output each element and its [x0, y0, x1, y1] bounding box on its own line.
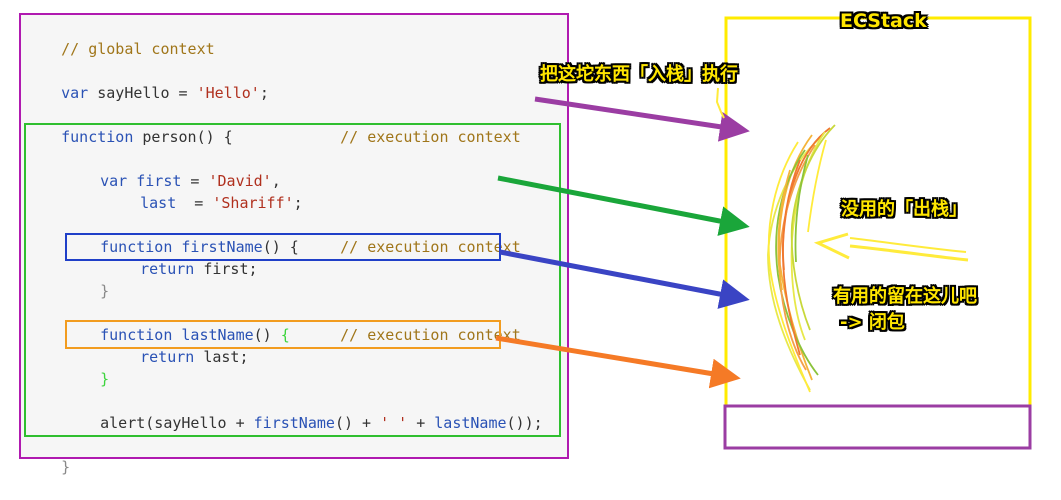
code-line-final-brace: }: [25, 434, 70, 476]
stack-bottom-box: [723, 404, 1032, 450]
var-keyword: var: [100, 172, 128, 190]
return-last: last;: [194, 348, 249, 366]
execution-context-box: [24, 123, 561, 437]
person-decl: person() {: [133, 128, 233, 146]
function-keyword: function: [100, 238, 173, 256]
paren-brace: () {: [262, 238, 299, 256]
space-string: ' ': [380, 414, 408, 432]
close-brace: }: [100, 282, 110, 300]
return-keyword: return: [140, 260, 195, 278]
push-label: 把这坨东西「入栈」执行: [540, 64, 738, 85]
var-keyword: var: [61, 84, 89, 102]
pop-label: 没用的「出栈」: [841, 199, 967, 220]
code-line-person-comment: // execution context: [304, 104, 521, 146]
paren: (): [253, 326, 281, 344]
first-var: first: [127, 172, 182, 190]
function-keyword: function: [61, 128, 134, 146]
alert-open: (sayHello +: [145, 414, 254, 432]
code-line-say-hello: var sayHello = 'Hello';: [25, 60, 269, 102]
code-line-last-name-fn: function lastName() {: [64, 302, 290, 344]
open-brace-highlight: {: [280, 326, 290, 344]
return-last-box: [65, 320, 501, 349]
code-line-close-first: }: [64, 258, 109, 300]
say-hello-decl: sayHello =: [88, 84, 197, 102]
alert-close: ());: [506, 414, 543, 432]
plus: +: [407, 414, 435, 432]
david-string: 'David': [208, 172, 272, 190]
execution-comment: // execution context: [340, 128, 521, 146]
last-var: last: [140, 194, 177, 212]
semicolon: ;: [259, 84, 269, 102]
global-context-box: [19, 13, 569, 459]
code-line-return-first: return first;: [104, 236, 257, 278]
purple-arrow: [534, 96, 750, 142]
return-first: first;: [194, 260, 258, 278]
blue-arrow: [499, 249, 750, 309]
code-line-return-last: return last;: [104, 324, 248, 366]
code-line-close-last: }: [64, 346, 109, 388]
shariff-string: 'Shariff': [212, 194, 294, 212]
alert-fn: alert: [100, 414, 146, 432]
closure-diagram: // global context var sayHello = 'Hello'…: [19, 10, 1032, 476]
call-plus: () +: [334, 414, 381, 432]
return-first-box: [65, 233, 501, 261]
code-line-first: var first = 'David',: [64, 148, 281, 190]
stack-tick-mark: [715, 87, 725, 119]
equals: =: [181, 172, 209, 190]
keep-label: 有用的留在这儿吧: [833, 286, 977, 307]
first-name-call: firstName: [253, 414, 335, 432]
code-line-alert: alert(sayHello + firstName() + ' ' + las…: [64, 390, 543, 432]
code-panel: [21, 15, 567, 457]
hello-string: 'Hello': [196, 84, 260, 102]
closure-label: -> 闭包: [840, 312, 905, 333]
comma: ,: [271, 172, 281, 190]
ecstack-box: [724, 16, 1032, 450]
code-line-first-name-fn: function firstName() {: [64, 214, 299, 256]
orange-arrow: [495, 335, 741, 389]
last-name-call: lastName: [434, 414, 507, 432]
code-line-person: function person() {: [25, 104, 233, 146]
final-brace: }: [61, 458, 71, 476]
popped-frames-scribble: [767, 124, 836, 393]
last-name-fn: lastName: [172, 326, 254, 344]
green-arrow: [497, 175, 750, 236]
equals: =: [176, 194, 213, 212]
pop-arrow: [813, 232, 969, 262]
ecstack-title: ECStack: [840, 10, 927, 32]
first-name-fn: firstName: [172, 238, 263, 256]
code-line-last: last = 'Shariff';: [104, 170, 303, 212]
close-brace-highlight: }: [100, 370, 110, 388]
semicolon: ;: [293, 194, 303, 212]
return-keyword: return: [140, 348, 195, 366]
function-keyword: function: [100, 326, 173, 344]
code-line-global-comment: // global context: [25, 16, 215, 58]
global-comment: // global context: [61, 40, 215, 58]
diagram-overlay: [19, 13, 1032, 459]
